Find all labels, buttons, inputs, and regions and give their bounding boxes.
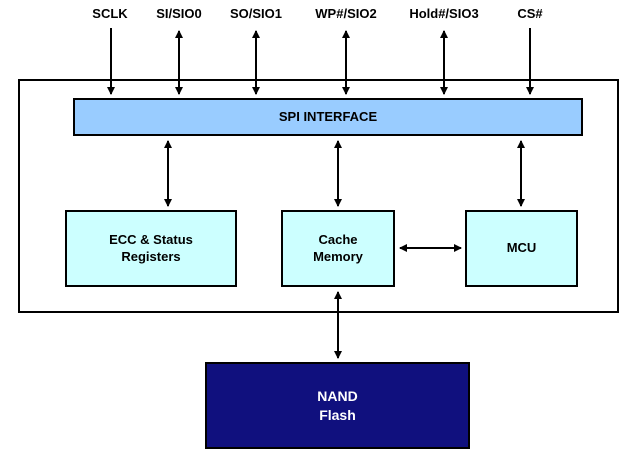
ecc-status-registers-block: ECC & Status Registers: [65, 210, 237, 287]
signal-label-wp-sio2: WP#/SIO2: [315, 6, 377, 21]
signal-label-hold-sio3: Hold#/SIO3: [409, 6, 479, 21]
signal-label-sclk: SCLK: [92, 6, 128, 21]
signal-label-cs: CS#: [517, 6, 543, 21]
signal-label-si-sio0: SI/SIO0: [156, 6, 202, 21]
signal-label-so-sio1: SO/SIO1: [229, 6, 283, 21]
nand-flash-block: NAND Flash: [205, 362, 470, 449]
chip-boundary-box: [18, 79, 619, 313]
spi-interface-block: SPI INTERFACE: [73, 98, 583, 136]
cache-memory-block: Cache Memory: [281, 210, 395, 287]
mcu-block: MCU: [465, 210, 578, 287]
